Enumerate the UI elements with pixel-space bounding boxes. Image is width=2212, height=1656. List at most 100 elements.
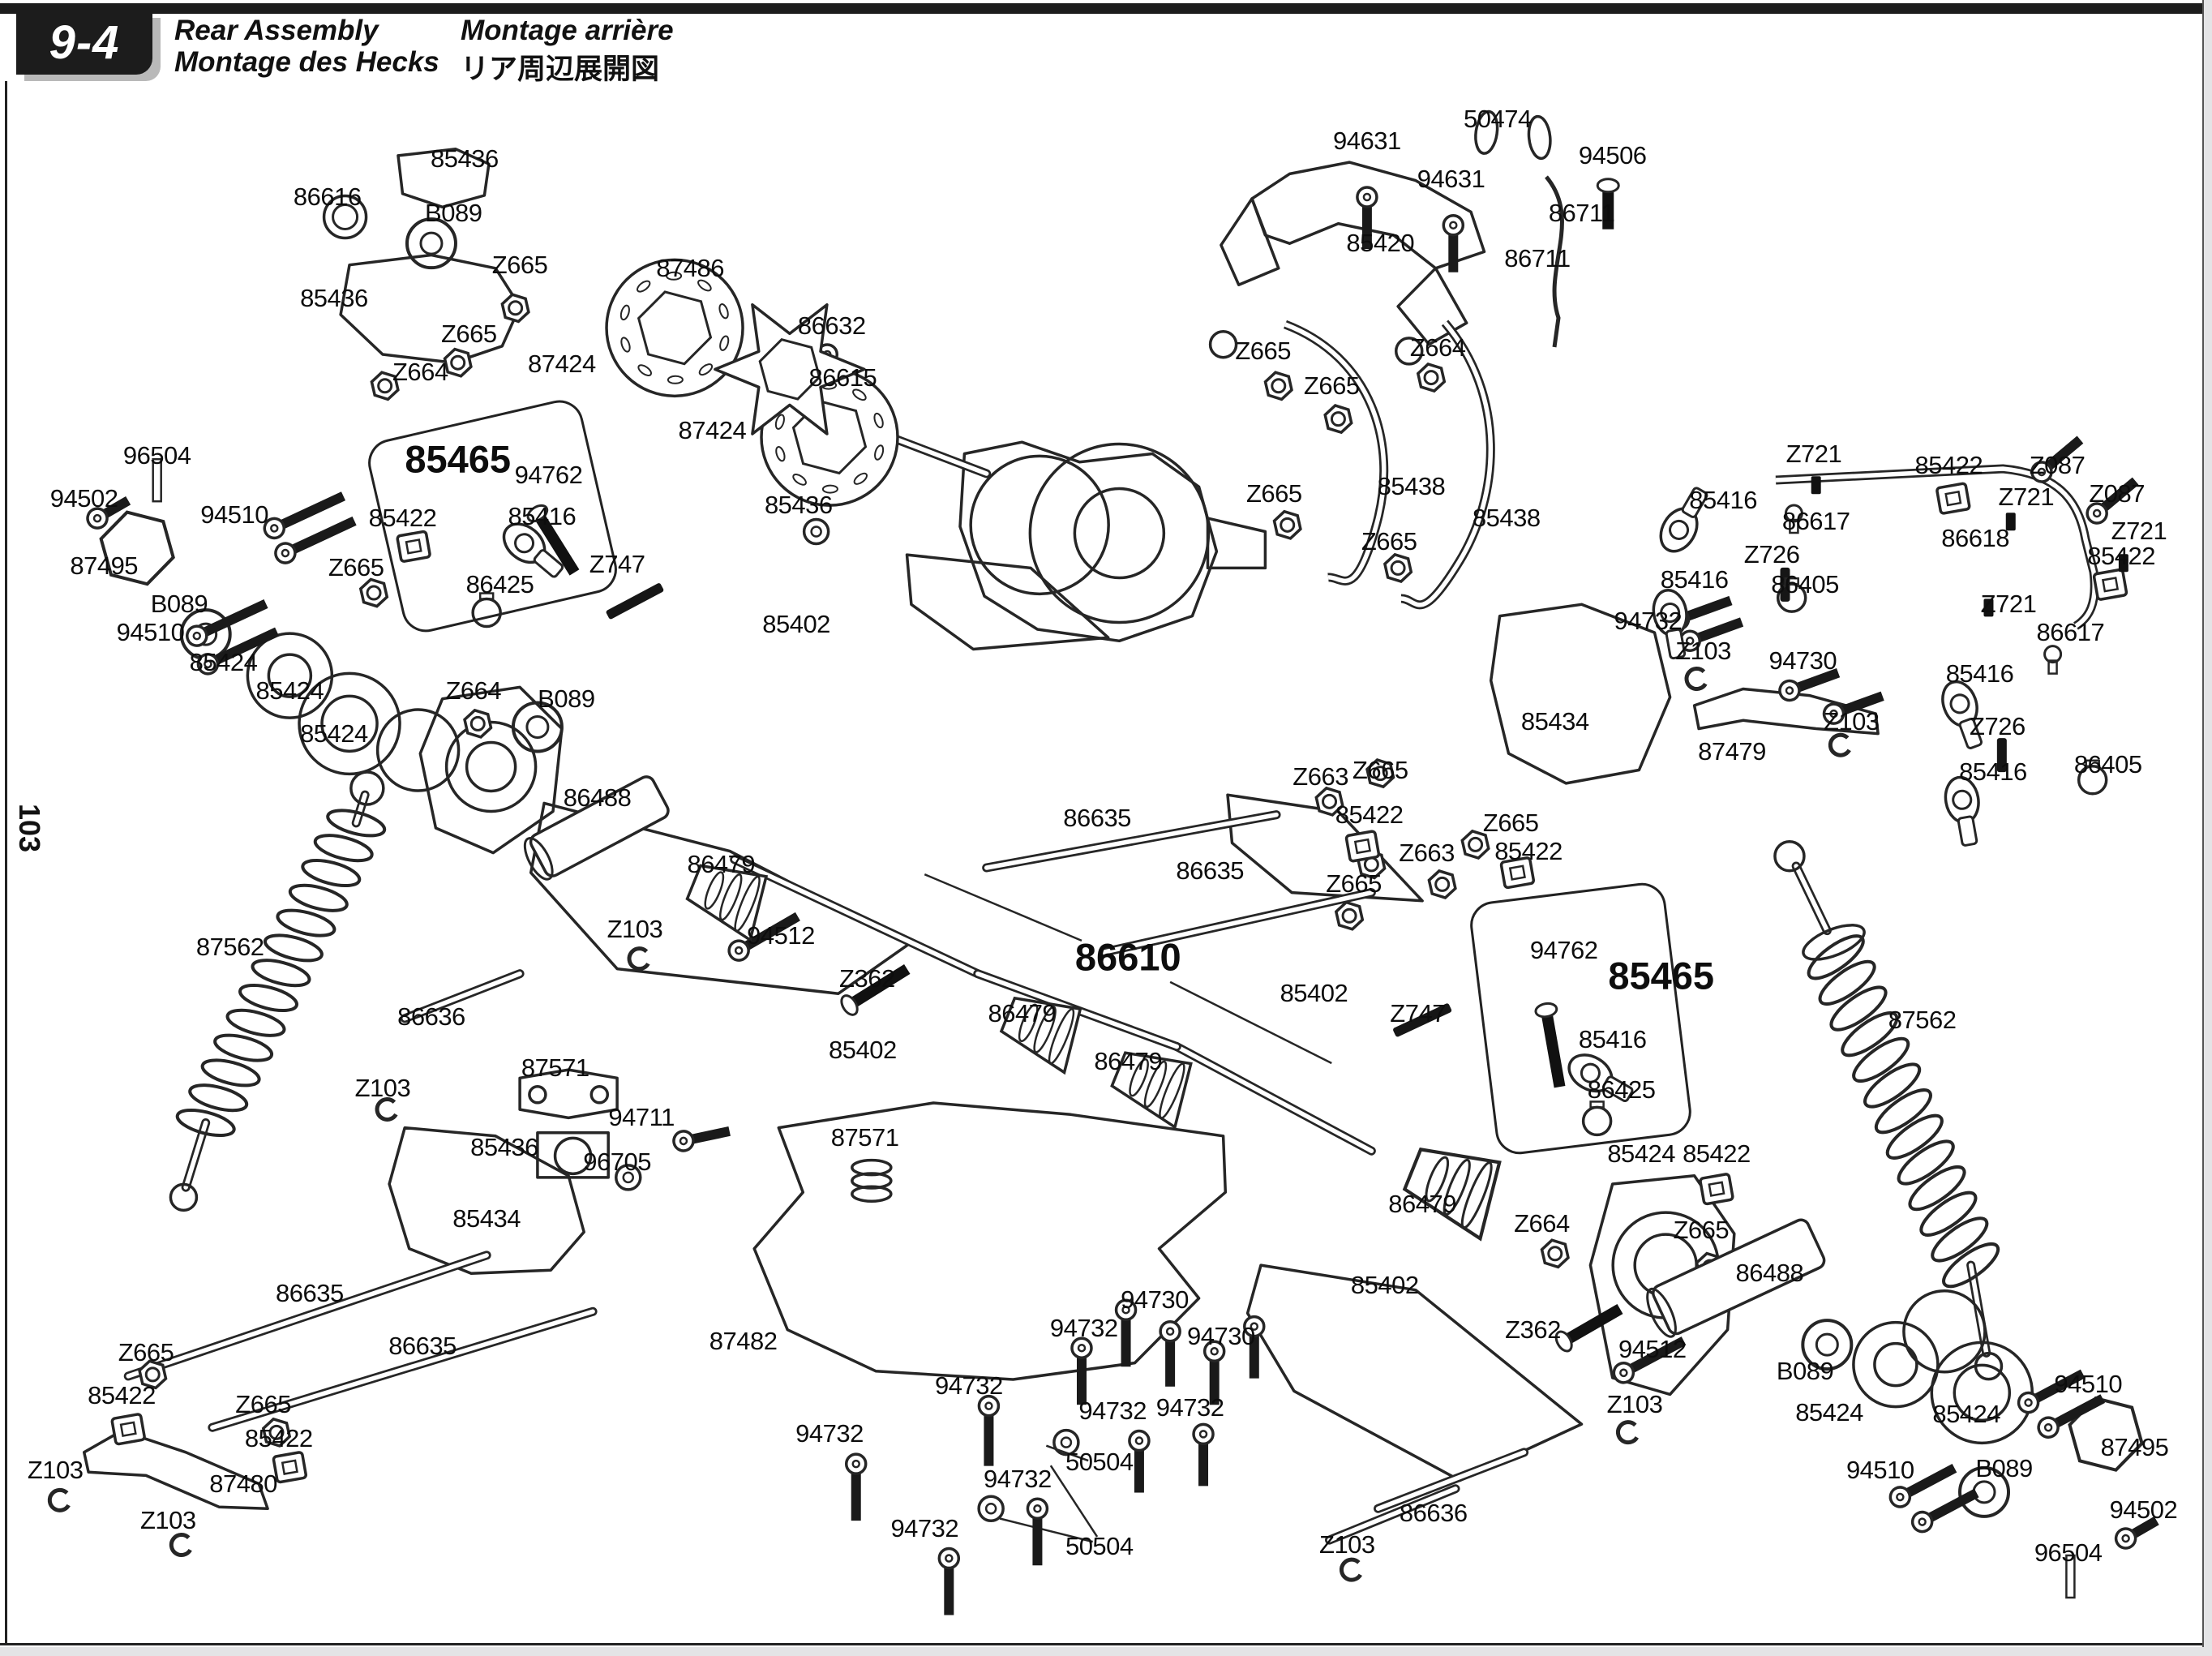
part-label: 86635	[1063, 803, 1131, 832]
part-label: Z665	[235, 1389, 291, 1418]
part-label: 94510	[200, 500, 269, 530]
part-label: 85422	[244, 1424, 313, 1453]
part-label: 94502	[49, 483, 118, 513]
part-label: 87571	[521, 1053, 589, 1083]
title-english: Rear Assembly	[174, 15, 379, 46]
part-label: 85420	[1346, 229, 1415, 258]
part-label: 50504	[1065, 1448, 1134, 1477]
part-label: 85402	[762, 609, 830, 638]
part-label: Z665	[1673, 1216, 1730, 1245]
section-number: 9-4	[49, 15, 120, 69]
part-label: 86617	[1781, 507, 1850, 536]
part-label: 94502	[2109, 1495, 2178, 1525]
part-label: Z665	[1361, 526, 1417, 556]
part-label: 86405	[2073, 750, 2142, 779]
part-label: Z665	[118, 1338, 174, 1367]
part-label: 86405	[1771, 569, 1839, 598]
part-label: 85465	[405, 437, 512, 481]
part-label: 86479	[687, 849, 756, 878]
part-label: 94730	[1121, 1285, 1189, 1314]
part-label: 94730	[1768, 646, 1837, 675]
part-label: Z721	[2111, 517, 2167, 546]
part-label: 85434	[452, 1203, 521, 1233]
part-label: 87495	[70, 551, 139, 581]
page-edge-bottom	[0, 1647, 2212, 1656]
section-number-box: 9-4	[16, 10, 152, 75]
part-label: 50504	[1065, 1532, 1134, 1561]
part-label: B089	[1776, 1356, 1834, 1385]
part-label: 96504	[122, 440, 191, 470]
part-label: Z721	[1785, 439, 1842, 468]
part-label: 94762	[1529, 936, 1598, 965]
part-label: Z747	[1390, 998, 1446, 1027]
part-label: 86425	[1587, 1075, 1656, 1104]
part-label: B089	[1975, 1454, 2033, 1483]
part-label: 87424	[528, 350, 596, 379]
part-label: 85416	[1689, 485, 1757, 514]
part-label: 85424	[1932, 1399, 2001, 1428]
part-label: 87495	[2100, 1432, 2169, 1461]
part-label: 94506	[1578, 140, 1647, 169]
part-label: Z664	[1514, 1209, 1570, 1238]
part-label: 94732	[1049, 1313, 1118, 1342]
part-label: B089	[150, 590, 208, 619]
part-label: B089	[425, 199, 482, 228]
part-label: 86615	[808, 363, 877, 392]
part-label: Z726	[1743, 540, 1800, 569]
part-label: 85424	[300, 719, 368, 748]
part-label: 85416	[1945, 659, 2014, 689]
part-label: 85416	[1578, 1025, 1647, 1054]
part-label: Z663	[1292, 762, 1348, 791]
part-label: 94711	[608, 1103, 675, 1132]
part-label: 86617	[2036, 618, 2105, 647]
part-label: 94732	[890, 1513, 959, 1542]
part-label: Z665	[1235, 336, 1292, 365]
part-label: 94762	[514, 461, 583, 490]
part-label: Z721	[1998, 482, 2055, 511]
part-label: 86635	[1176, 856, 1245, 886]
part-label: Z103	[139, 1505, 196, 1534]
part-label: 86636	[397, 1002, 465, 1031]
part-label: 85436	[470, 1133, 538, 1162]
part-label: Z087	[2089, 478, 2146, 508]
part-label: 85434	[1520, 707, 1589, 736]
part-label: 86635	[276, 1278, 344, 1307]
part-label: 86636	[1399, 1499, 1468, 1528]
part-label: Z726	[1970, 712, 2026, 741]
part-label: 86711	[1504, 243, 1571, 272]
part-label: 86425	[465, 569, 534, 598]
part-label: Z103	[607, 914, 663, 943]
part-label: 86488	[563, 783, 632, 813]
page-frame-bottom	[0, 1643, 2202, 1645]
part-label: 85436	[431, 144, 499, 174]
part-label: 94732	[935, 1371, 1003, 1401]
part-label: Z665	[1352, 755, 1408, 784]
part-label: 87486	[656, 253, 724, 282]
part-label: 85438	[1377, 472, 1446, 501]
part-label: 94510	[1845, 1456, 1914, 1485]
part-label: 86635	[388, 1332, 457, 1361]
part-label: 96705	[583, 1148, 651, 1177]
part-label: 86610	[1074, 935, 1181, 979]
part-label: 87482	[709, 1327, 778, 1356]
part-label: Z664	[392, 358, 448, 387]
part-label: 85436	[764, 490, 833, 519]
part-label: 86479	[1388, 1189, 1456, 1218]
part-label: 85416	[1959, 757, 2027, 786]
part-label: 85422	[1494, 836, 1563, 865]
part-label: 85402	[1350, 1270, 1419, 1299]
part-label: 85438	[1472, 504, 1541, 533]
part-label: 87562	[195, 933, 264, 962]
part-label: 94512	[747, 920, 815, 950]
part-label: 85416	[508, 502, 577, 531]
part-label: 86632	[797, 311, 866, 341]
part-label: 94732	[795, 1419, 864, 1448]
part-label: B089	[538, 684, 595, 713]
part-label: Z747	[589, 550, 645, 579]
part-label: 50474	[1463, 105, 1532, 134]
part-label: Z665	[1482, 808, 1539, 837]
part-label: Z665	[1326, 869, 1382, 899]
part-label: 94730	[1186, 1321, 1255, 1350]
part-label: 86479	[988, 998, 1057, 1027]
